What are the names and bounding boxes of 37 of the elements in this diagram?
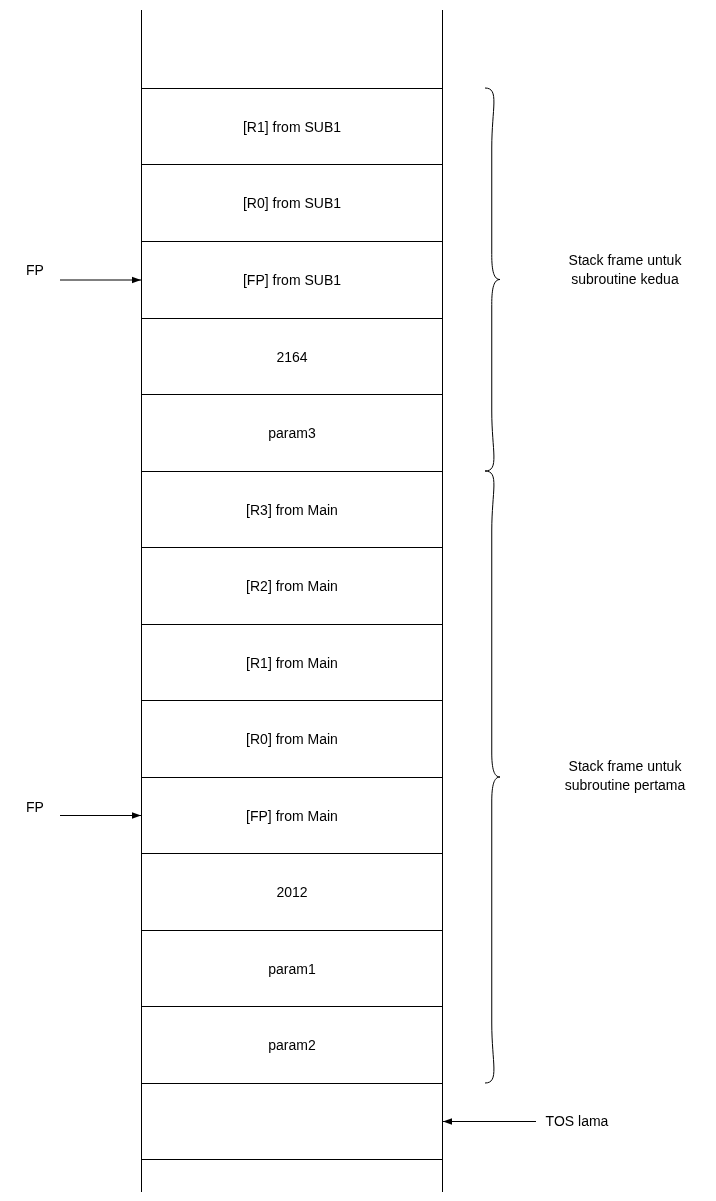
cell-text: [FP] from Main [246,807,338,824]
cell-text: [FP] from SUB1 [243,272,341,288]
stack-cell [141,1006,443,1084]
stack-cell [141,88,443,165]
arrow [59,812,142,819]
stack-cell [141,1083,443,1160]
cell-text: [R2] from Main [246,578,338,594]
stack-cell [141,241,443,319]
pointer-label: FP [18,260,52,280]
cell-text: [R1] from SUB1 [243,118,341,135]
cell-text: param2 [268,1037,316,1053]
stack-cell [141,777,443,854]
stack-cell [141,853,443,931]
arrow [442,1118,537,1125]
cell-text: [R0] from SUB1 [243,195,341,211]
stack-cell [141,394,443,472]
stack-cell [141,930,443,1007]
cell-text: [R3] from Main [246,501,338,518]
stack-cell [141,471,443,548]
stack-cell [141,318,443,395]
stack-cell [141,547,443,625]
stack-cell [141,700,443,778]
stack-cell [141,164,443,242]
brace-label: Stack frame untuk subroutine kedua [567,251,683,289]
cell-text: [R1] from Main [246,654,338,671]
pointer-label: FP [18,797,52,817]
arrow [59,276,142,284]
cell-text: [R0] from Main [246,731,338,747]
stack-cell [141,624,443,701]
cell-text: param1 [268,960,316,977]
stack-cell [141,10,443,89]
cell-text: 2012 [276,884,308,900]
brace-label: Stack frame untuk subroutine pertama [563,757,687,795]
cell-text: 2164 [276,348,308,365]
stack-cell [141,1159,443,1192]
cell-text: param3 [268,425,316,441]
pointer-label: TOS lama [542,1111,612,1131]
